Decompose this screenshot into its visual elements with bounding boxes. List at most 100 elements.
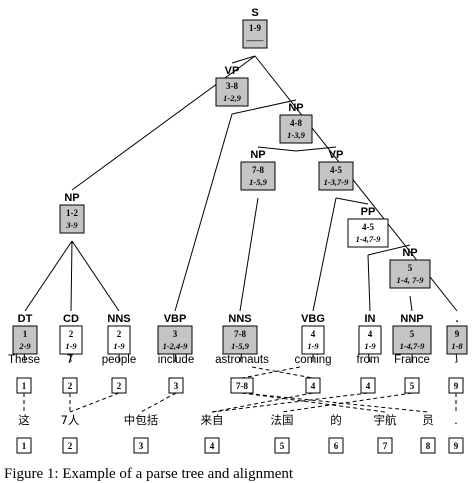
alignment-link [281,392,413,413]
node-complement-span: 1-9 [113,341,125,351]
node-label: . [455,313,458,325]
english-index-box [230,377,254,394]
english-index: 5 [410,381,415,391]
english-index: 2 [68,381,73,391]
node-span-box [215,77,249,107]
english-word: people [102,354,137,366]
node-label: VBG [301,313,325,325]
chinese-index-box [420,437,436,454]
node-complement-span: 3-9 [65,220,78,230]
node-span-box [392,325,432,355]
tree-edge [70,240,73,312]
node-complement-span: 2-9 [18,341,31,351]
node-span: 4-8 [290,118,302,128]
node-label: NP [402,247,417,259]
english-index-box [305,377,321,394]
english-index: 4 [366,381,371,391]
alignment-link [241,366,301,379]
tree-edge [295,146,337,152]
node-complement-span: 1-2,9 [223,93,241,103]
alignment-link [69,392,120,413]
node-complement-span: 1-4,7-9 [356,234,382,244]
tree-node-vp4: VP4-51-3,7-9 [318,149,354,191]
node-span-box [301,325,325,355]
alignment-link [251,366,314,379]
english-index: 1 [22,381,27,391]
english-word: astronauts [215,354,269,366]
tree-edge [231,55,256,64]
tree-node-np1: NP1-23-9 [59,192,85,234]
node-label: VP [225,65,240,77]
node-span-box [358,325,382,355]
tree-node-dot: .91-8 [446,313,468,355]
node-label: NNS [228,313,251,325]
chinese-word: 7人 [61,413,80,427]
tree-node-nns1: NNS 2 1-9 [107,313,131,355]
english-word: 7 [67,354,73,366]
node-complement-span: 1-5,9 [231,341,249,351]
tree-node-np2: NP4-81-3,9 [279,102,313,144]
chinese-index: 4 [210,441,215,451]
node-span: 3-8 [226,81,238,91]
node-label: PP [361,206,376,218]
node-span-box [389,259,431,289]
chinese-index: 1 [22,441,27,451]
chinese-index-box [204,437,220,454]
chinese-index-box [448,437,464,454]
chinese-word: 中包括 [124,413,159,427]
english-index-box [404,377,420,394]
node-span-box [222,325,258,355]
tree-edge [367,254,371,312]
word-rows: These172people2include3astronauts7-8comi… [8,354,464,454]
tree-nodes: S1-9——VP3-81-2,9NP4-81-3,9NP7-81-5,9VP4-… [12,7,468,355]
node-span: 2 [69,329,74,339]
chinese-word: 宇航 [374,413,397,427]
node-span-box [157,325,193,355]
node-label: VP [329,149,344,161]
tree-edge [312,197,337,312]
chinese-index-box [16,437,32,454]
node-label: NNS [107,313,130,325]
node-span: 1-9 [249,23,261,33]
tree-edge [335,197,369,205]
node-complement-span: 1-2,4-9 [163,341,189,351]
chinese-index-box [133,437,149,454]
english-word: These [8,354,40,366]
chinese-index: 6 [334,441,339,451]
node-span: 2 [117,329,122,339]
english-word: coming [294,354,331,366]
node-label: NNP [400,313,423,325]
node-complement-span: 1-4,7-9 [400,341,426,351]
node-complement-span: 1-5,9 [249,177,267,187]
node-span: 5 [410,329,415,339]
node-complement-span: 1-9 [307,341,319,351]
alignment-link [140,392,177,413]
chinese-word: . [454,413,458,427]
english-index-box [62,377,78,394]
node-span-box [240,161,276,191]
english-word: France [394,354,430,366]
english-index-box [16,377,32,394]
english-index-box [448,377,464,394]
node-span-box [318,161,354,191]
chinese-index: 5 [280,441,285,451]
node-span-box [12,325,38,355]
node-span-box [446,325,468,355]
node-complement-span: 1-8 [451,341,463,351]
tree-node-np3: NP7-81-5,9 [240,149,276,191]
node-span-box [107,325,131,355]
node-complement-span: 1-3,9 [287,130,305,140]
node-complement-span: 1-3,7-9 [324,177,350,187]
node-label: NP [250,149,265,161]
chinese-index: 7 [383,441,388,451]
english-word: from [357,354,380,366]
tree-edge [239,197,259,312]
chinese-index: 3 [139,441,144,451]
alignment-links [23,366,457,413]
